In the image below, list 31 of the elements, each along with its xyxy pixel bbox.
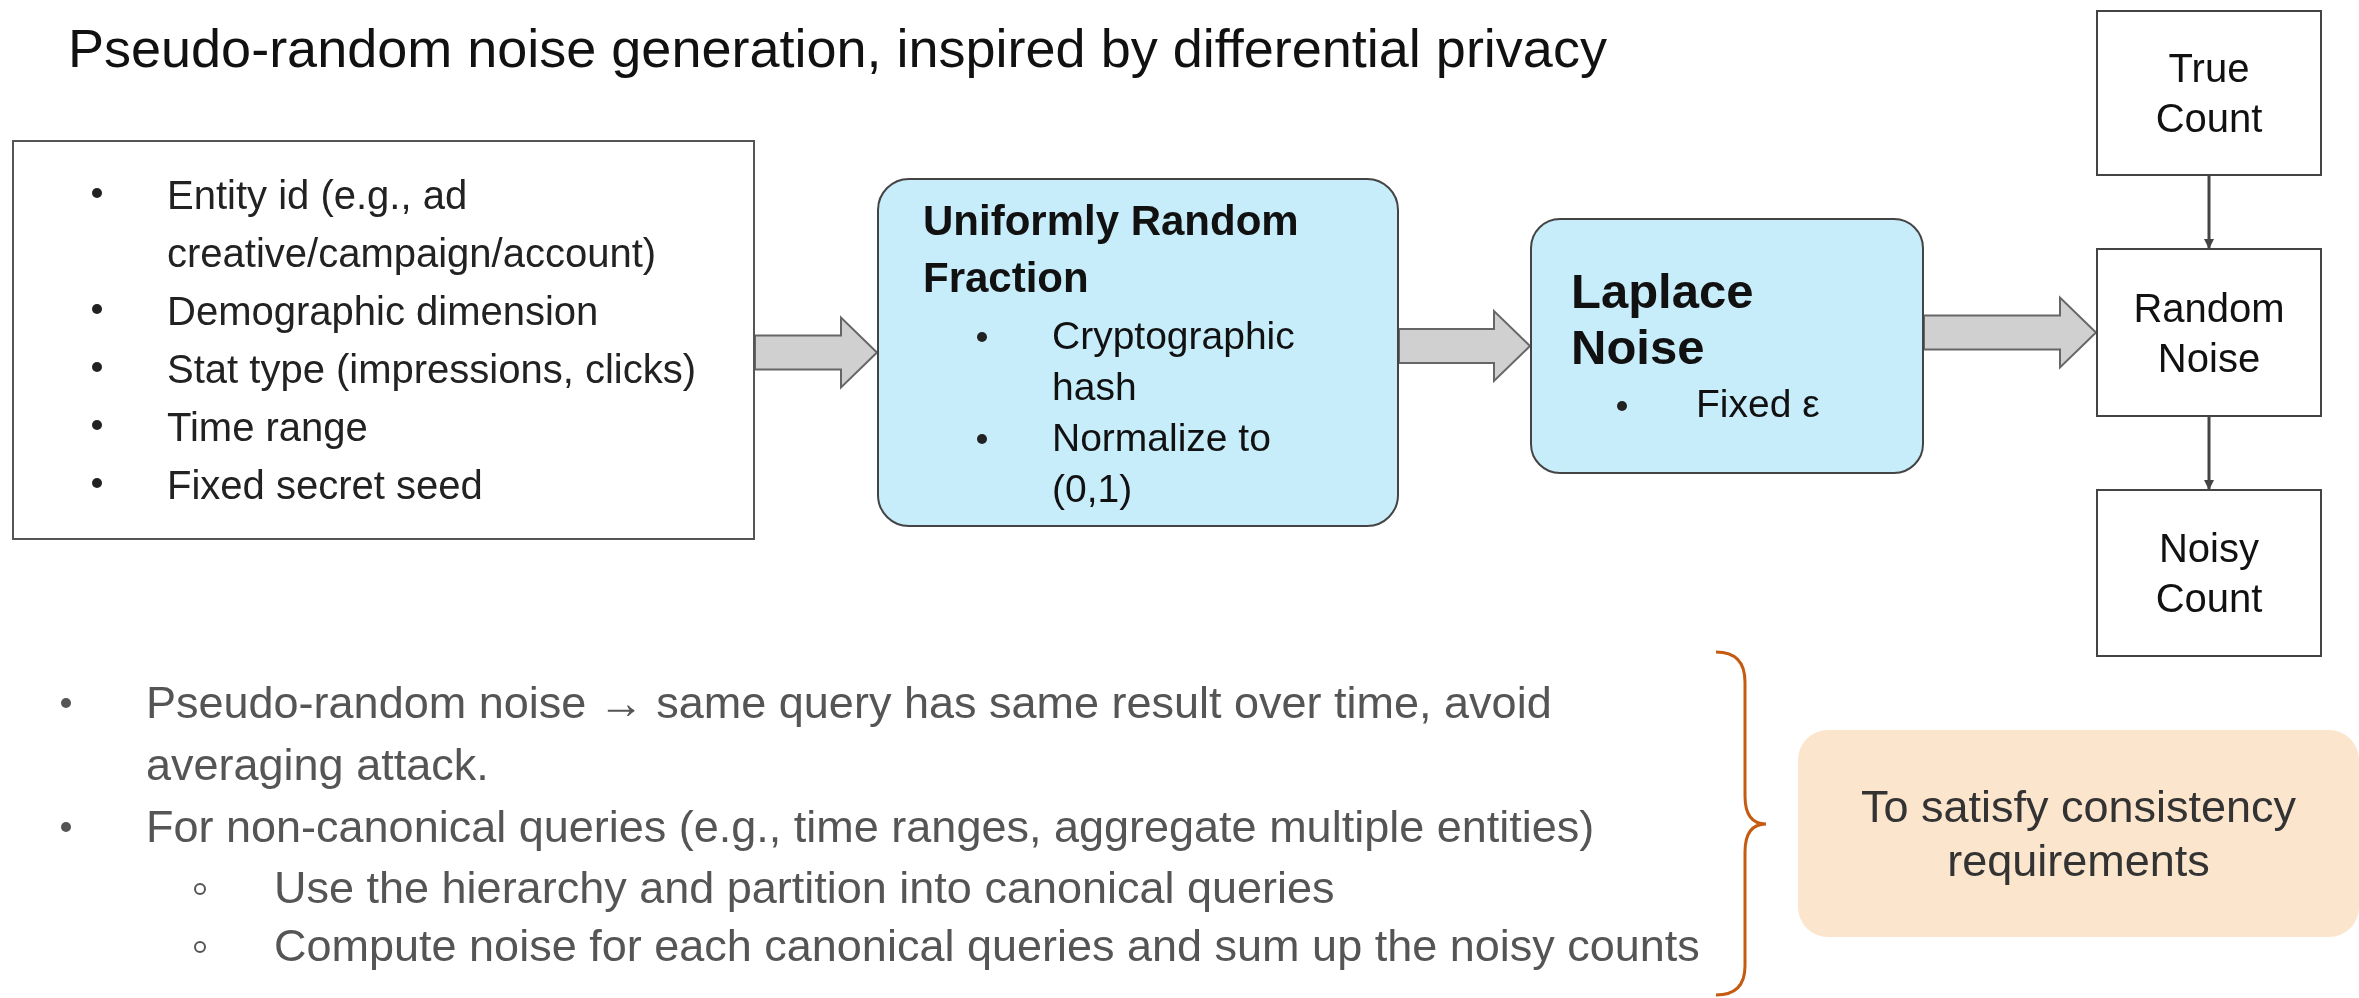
arrow: [2204, 417, 2214, 490]
bullet-text: For non-canonical queries (e.g., time ranges, aggregate multiple entities): [146, 800, 1596, 854]
block-arrow: [1398, 308, 1532, 384]
box-label: True Count: [2154, 45, 2264, 142]
bullet-text: Fixed secret seed: [167, 462, 484, 509]
box-heading: Uniformly Random Fraction: [923, 195, 1300, 303]
bullet-text: Pseudo-random noise → same query has same result over time, avoid averaging attack.: [146, 676, 1553, 792]
process-box: [2096, 10, 2322, 176]
box-label: Random Noise: [2132, 284, 2286, 382]
box-label: To satisfy consistency requirements: [1859, 779, 2298, 888]
block-arrow: [1923, 295, 2098, 370]
input-box: [12, 140, 755, 540]
bullet-text: Normalize to (0,1): [1052, 414, 1272, 512]
bullet-text: Stat type (impressions, clicks): [167, 346, 698, 393]
process-box: [2096, 248, 2322, 417]
block-arrow: [754, 315, 879, 390]
bullet-text: Cryptographic hash: [1052, 312, 1296, 410]
arrow: [2204, 176, 2214, 249]
bullet-text: Demographic dimension: [167, 288, 600, 335]
bullet-text: Entity id (e.g., ad creative/campaign/account): [167, 172, 658, 277]
process-box: [1530, 218, 1924, 474]
bullet-text: Time range: [167, 404, 369, 451]
box-label: Noisy Count: [2154, 525, 2264, 622]
note-box: [1798, 730, 2359, 937]
box-heading: Laplace Noise: [1571, 263, 1755, 375]
process-box: [877, 178, 1399, 527]
bullet-text: Fixed ε: [1696, 381, 1821, 427]
process-box: [2096, 489, 2322, 657]
bullet-text: Use the hierarchy and partition into canonical queries: [274, 861, 1336, 915]
diagram-title: Pseudo-random noise generation, inspired by differential privacy: [68, 17, 1607, 79]
bullet-text: Compute noise for each canonical queries and sum up the noisy counts: [274, 919, 1701, 973]
